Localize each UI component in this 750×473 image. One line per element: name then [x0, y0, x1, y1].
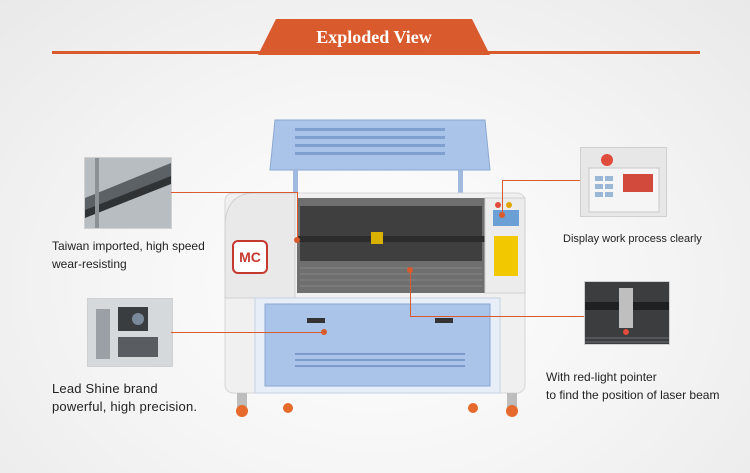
motor-marker [321, 329, 327, 335]
panel-leader-line-vert [502, 180, 503, 214]
rail-marker [294, 237, 300, 243]
panel-marker [499, 212, 505, 218]
rail-thumbnail [84, 157, 172, 229]
page-title: Exploded View [316, 27, 432, 47]
laser-machine-illustration [224, 119, 526, 417]
rail-leader-line-vert [297, 192, 298, 240]
laser-leader-line-vert [410, 270, 411, 317]
rail-leader-line [171, 192, 297, 193]
motor-caption: Lead Shine brand powerful, high precisio… [52, 381, 198, 414]
panel-caption: Display work process clearly [563, 233, 702, 245]
motor-leader-line [171, 332, 324, 333]
laser-head-thumbnail [584, 281, 670, 345]
brand-logo: MC [232, 240, 268, 274]
laser-caption: With red-light pointer to find the posit… [546, 370, 720, 402]
panel-leader-line [502, 180, 580, 181]
rail-caption: Taiwan imported, high speed wear-resisti… [52, 239, 205, 271]
laser-marker [407, 267, 413, 273]
laser-leader-line [410, 316, 584, 317]
header-tab [258, 19, 490, 55]
motor-thumbnail [87, 298, 173, 367]
control-panel-thumbnail [580, 147, 667, 217]
